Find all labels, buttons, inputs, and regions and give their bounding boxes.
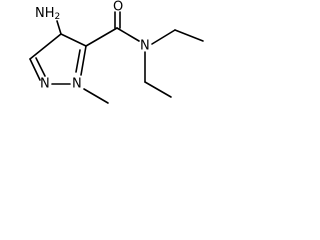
carbonyl-oxygen-label: O bbox=[113, 0, 123, 15]
bond-n1-methyl bbox=[83, 88, 109, 104]
atom-labels: NH2 O N N N bbox=[35, 0, 150, 92]
bond-carbonyl-n bbox=[116, 27, 140, 42]
bond-c5-n1 bbox=[80, 45, 87, 76]
bond-c3-c4 bbox=[29, 33, 62, 60]
bond-ethyl1-ch3 bbox=[174, 29, 204, 42]
bond-n2-c3 bbox=[29, 58, 41, 81]
ring-n1-label: N bbox=[72, 77, 82, 92]
amino-h2-subscript: 2 bbox=[55, 12, 61, 22]
amide-nitrogen-label: N bbox=[140, 39, 150, 54]
amino-group-label: NH2 bbox=[35, 6, 60, 23]
bond-ethyl2-ch3 bbox=[144, 81, 172, 98]
bond-c5-carbonyl bbox=[85, 27, 118, 47]
bond-n2-c3-inner bbox=[35, 57, 46, 77]
amino-h-label: H bbox=[45, 6, 55, 21]
bond-c5-n1-inner bbox=[75, 49, 81, 73]
molecule-diagram: NH2 O N N N bbox=[29, 0, 204, 104]
bond-c4-c5 bbox=[60, 33, 87, 47]
amino-n-label: N bbox=[35, 6, 45, 21]
ring-n2-label: N bbox=[40, 77, 50, 92]
bonds bbox=[29, 11, 204, 104]
bond-c4-nh2 bbox=[56, 20, 62, 35]
bond-n-ethyl1-ch2 bbox=[151, 29, 176, 45]
